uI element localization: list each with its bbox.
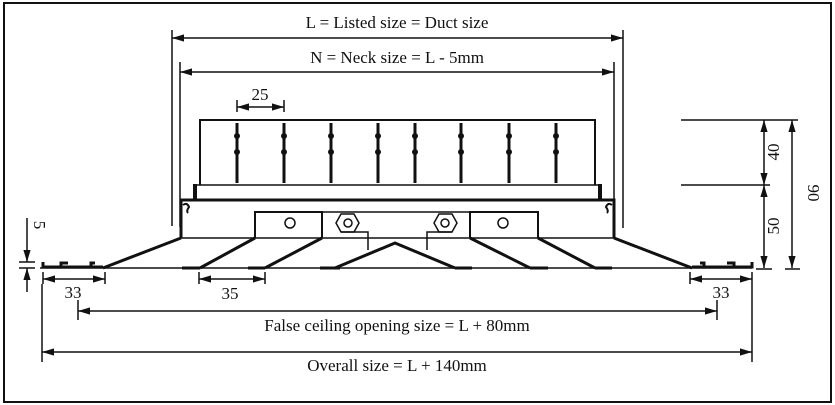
ceiling-opening-label: False ceiling opening size = L + 80mm [264, 316, 529, 335]
overall-size-label: Overall size = L + 140mm [307, 356, 487, 375]
listed-size-dimension: L = Listed size = Duct size [171, 13, 624, 228]
cone-step-dimension: 35 [198, 272, 266, 303]
height-dimensions: 40 50 90 [681, 119, 823, 270]
neck-size-label: N = Neck size = L - 5mm [310, 48, 484, 67]
neck-size-dimension: N = Neck size = L - 5mm [179, 48, 615, 227]
height-upper-label: 40 [764, 144, 783, 161]
cone-step-label: 35 [222, 284, 239, 303]
flange-left-dimension: 33 [42, 272, 106, 302]
blade-pitch-label: 25 [252, 85, 269, 104]
height-total-label: 90 [804, 185, 823, 202]
listed-size-label: L = Listed size = Duct size [306, 13, 489, 32]
flange-right-label: 33 [713, 283, 730, 302]
flanges [41, 261, 754, 269]
flange-thickness-label: 5 [30, 221, 49, 230]
diffuser-cones [102, 236, 693, 270]
damper-blades [234, 123, 559, 183]
ceiling-opening-dimension: False ceiling opening size = L + 80mm [77, 300, 718, 335]
frame-border [3, 2, 832, 403]
blade-pitch-dimension: 25 [236, 85, 285, 112]
height-lower-label: 50 [764, 218, 783, 235]
flange-left-label: 33 [65, 283, 82, 302]
flange-right-dimension: 33 [689, 272, 753, 302]
overall-size-dimension: Overall size = L + 140mm [41, 284, 753, 375]
flange-thickness-dimension: 5 [19, 218, 49, 292]
diffuser-neck [193, 119, 602, 201]
